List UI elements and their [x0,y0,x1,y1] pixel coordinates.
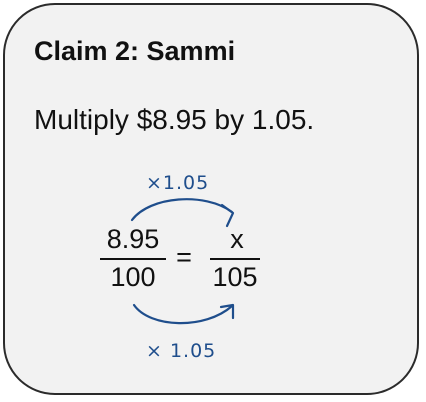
claim-card [3,3,419,395]
bottom-arc-arrow [132,303,234,325]
left-numerator: 8.95 [106,224,160,254]
bottom-multiplier-label: × 1.05 [146,340,217,362]
top-arrowhead [220,203,235,228]
bottom-arrowhead [219,303,235,320]
right-numerator: x [230,224,244,254]
claim-instruction: Multiply $8.95 by 1.05. [34,104,315,135]
top-arc-arrow [130,198,234,222]
right-fraction-bar [210,258,260,260]
left-fraction-bar [100,258,166,260]
claim-title: Claim 2: Sammi [34,36,236,66]
right-denominator: 105 [212,262,258,292]
equals-sign: = [176,242,192,272]
left-denominator: 100 [110,262,156,292]
top-multiplier-label: ×1.05 [146,172,210,194]
